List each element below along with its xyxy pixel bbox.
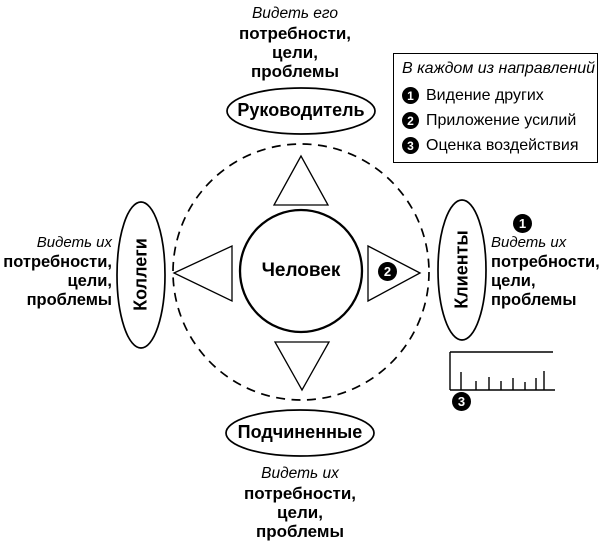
center-circle bbox=[238, 208, 364, 334]
caption-right: Видеть их потребности, цели, проблемы bbox=[491, 233, 601, 310]
caption-left-line: проблемы bbox=[26, 291, 112, 309]
arrow-up-triangle-icon bbox=[272, 154, 330, 206]
legend-item: 1 Видение других bbox=[402, 83, 590, 108]
legend-item-label: Видение других bbox=[426, 86, 544, 104]
legend-item: 3 Оценка воздействия bbox=[402, 133, 590, 158]
caption-bottom: Видеть их потребности, цели, проблемы bbox=[190, 464, 410, 541]
caption-left: Видеть их потребности, цели, проблемы bbox=[0, 233, 112, 310]
numbered-badge-3-icon: 3 bbox=[452, 392, 471, 411]
numbered-badge-2-icon: 2 bbox=[402, 112, 419, 129]
numbered-badge-1-icon: 1 bbox=[402, 87, 419, 104]
center-person-label: Человек bbox=[261, 260, 341, 281]
numbered-badge-2-icon: 2 bbox=[378, 262, 397, 281]
caption-bottom-lead: Видеть их bbox=[261, 465, 339, 482]
caption-left-lead: Видеть их bbox=[36, 234, 112, 251]
node-label-subordinates: Подчиненные bbox=[237, 422, 363, 442]
legend-box: В каждом из направлений 1 Видение других… bbox=[393, 53, 598, 163]
caption-right-lead: Видеть их bbox=[491, 234, 567, 251]
arrow-down-triangle-icon bbox=[273, 341, 331, 392]
node-ellipse-left bbox=[116, 201, 166, 349]
node-label-manager: Руководитель bbox=[237, 100, 365, 120]
caption-bottom-line: цели, bbox=[277, 503, 323, 522]
numbered-badge-3-icon: 3 bbox=[402, 137, 419, 154]
caption-bottom-line: потребности, bbox=[243, 484, 357, 503]
caption-top: Видеть его потребности, цели, проблемы bbox=[185, 4, 405, 81]
node-ellipse-right bbox=[437, 199, 487, 341]
caption-top-line: потребности, bbox=[238, 24, 352, 43]
legend-item-label: Приложение усилий bbox=[426, 111, 577, 129]
node-label-clients: Клиенты bbox=[451, 230, 472, 309]
caption-right-line: цели, bbox=[491, 272, 536, 290]
caption-top-lead: Видеть его bbox=[251, 5, 339, 22]
node-label-colleagues: Коллеги bbox=[130, 238, 151, 311]
caption-top-line: цели, bbox=[272, 43, 318, 62]
arrow-left-triangle-icon bbox=[172, 244, 233, 303]
caption-bottom-line: проблемы bbox=[255, 522, 344, 541]
caption-left-line: потребности, bbox=[3, 253, 112, 271]
caption-left-line: цели, bbox=[67, 272, 112, 290]
measurement-ruler-icon bbox=[449, 351, 555, 391]
caption-right-line: проблемы bbox=[491, 291, 577, 309]
legend-title: В каждом из направлений bbox=[402, 60, 595, 77]
legend-item-label: Оценка воздействия bbox=[426, 136, 579, 154]
numbered-badge-1-icon: 1 bbox=[513, 214, 532, 233]
caption-top-line: проблемы bbox=[250, 62, 339, 81]
outer-dashed-circle bbox=[172, 143, 430, 401]
node-ellipse-bottom bbox=[225, 409, 375, 457]
legend-item: 2 Приложение усилий bbox=[402, 108, 590, 133]
caption-right-line: потребности, bbox=[491, 253, 600, 271]
node-ellipse-top bbox=[226, 87, 376, 135]
